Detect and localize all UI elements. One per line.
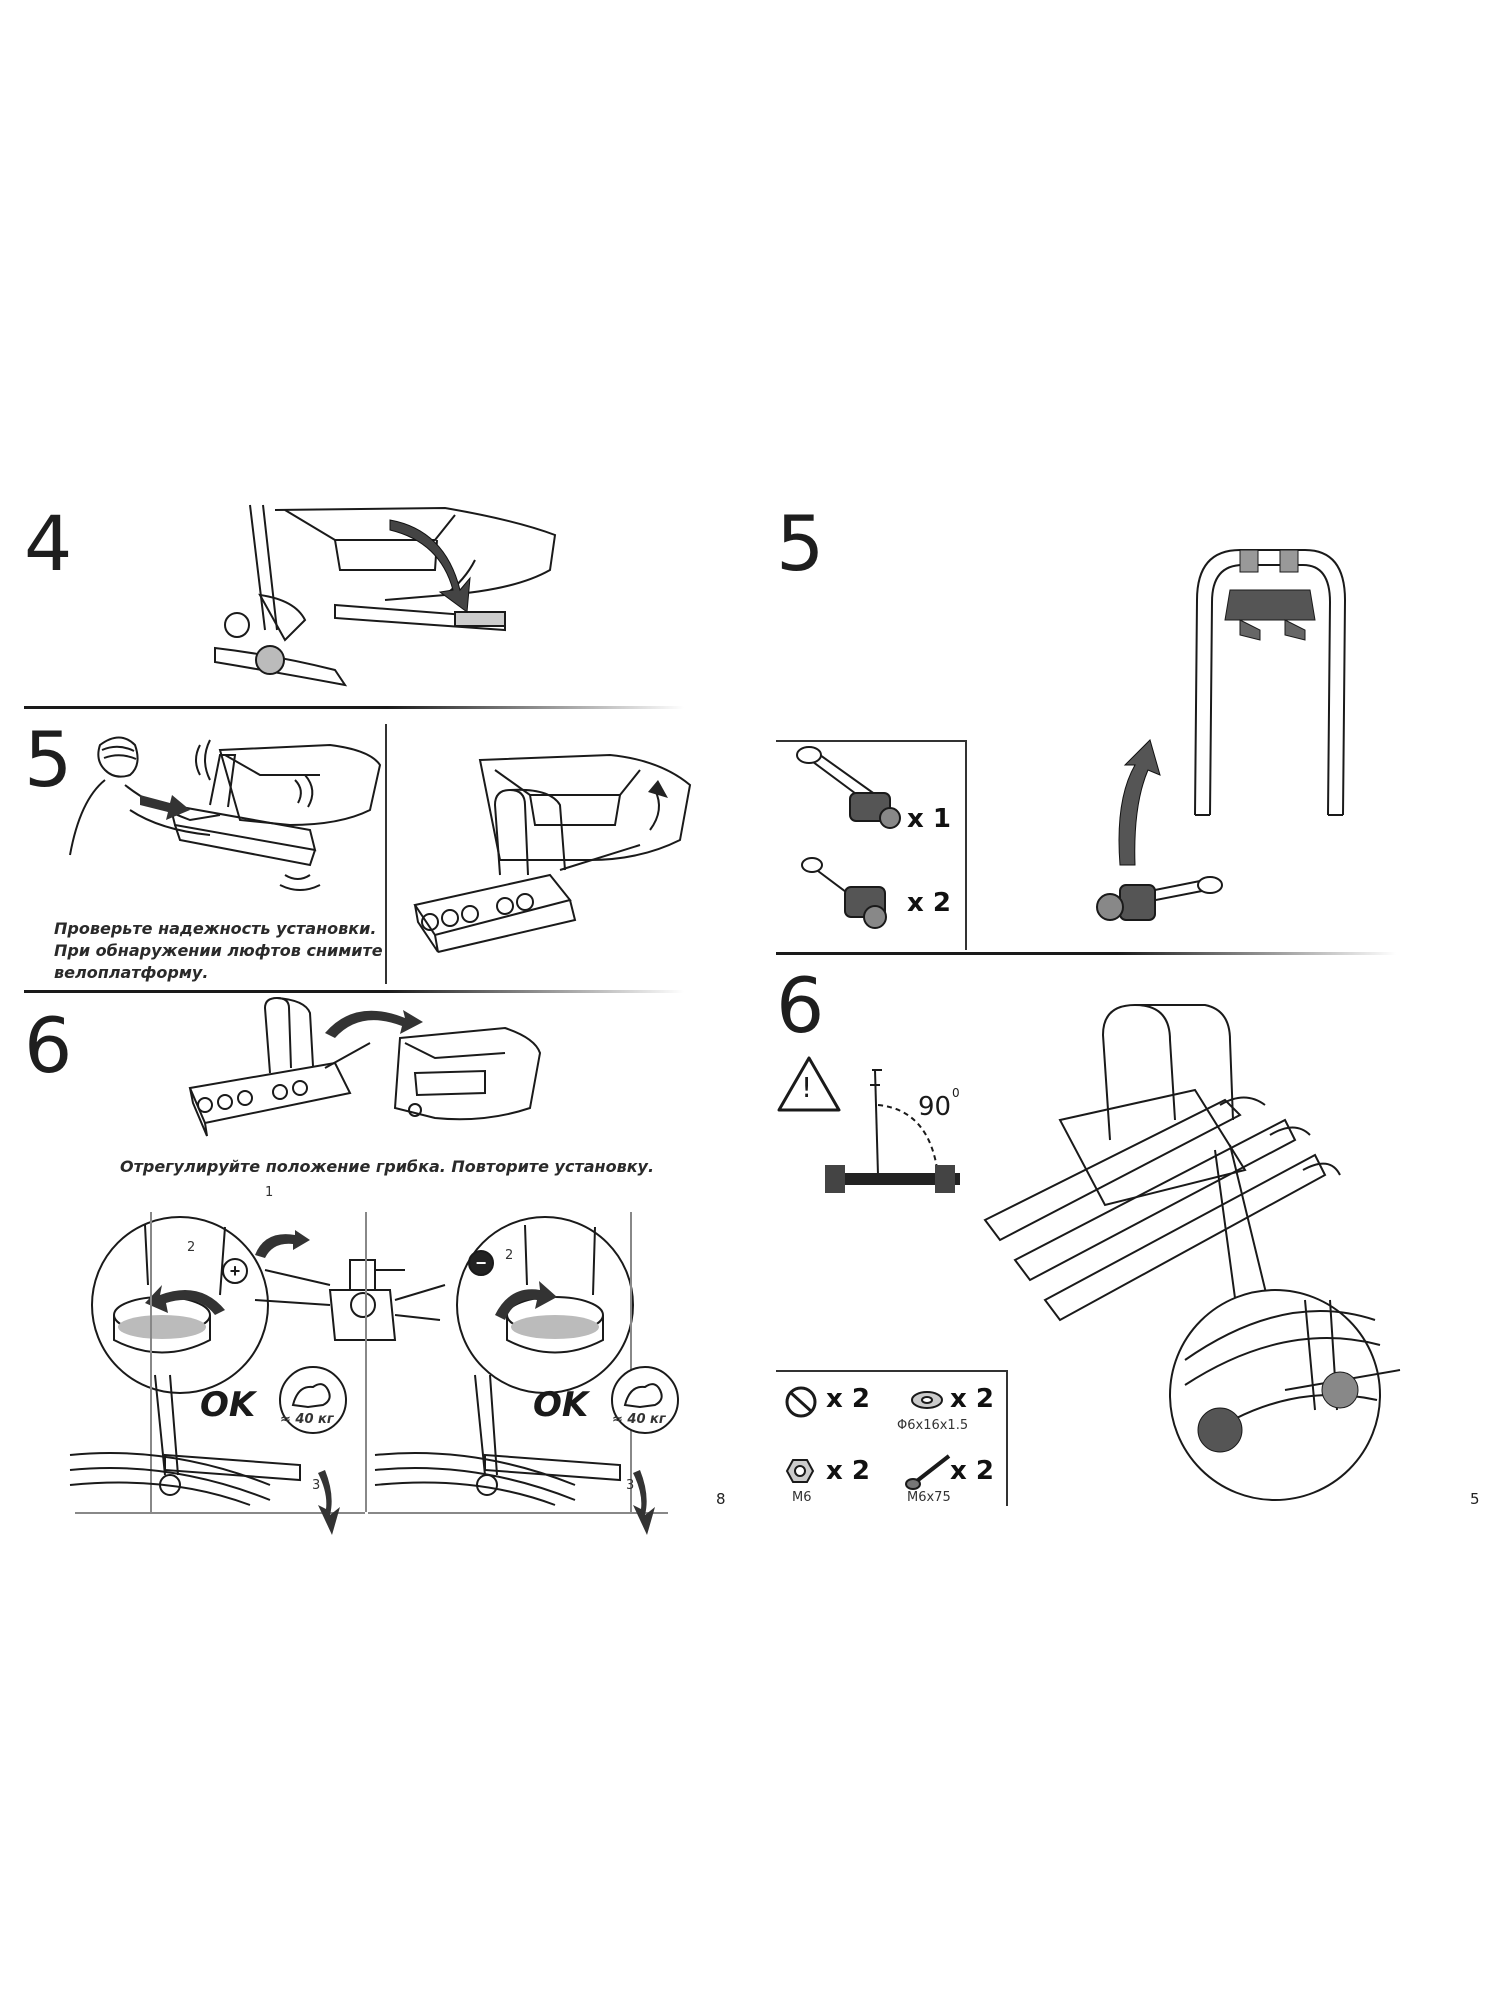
step-5-number-right: 5 — [776, 499, 825, 588]
callout-3-left: 3 — [312, 1478, 321, 1493]
step-6-mount-left-illustration — [70, 1375, 340, 1535]
step-5-number: 5 — [24, 715, 73, 804]
up-arrow-icon — [1115, 740, 1165, 865]
hardware-box-top — [776, 1370, 1006, 1372]
page-number-right: 5 — [1470, 1490, 1480, 1508]
divider — [24, 706, 684, 709]
bike-holder-frame-illustration — [1185, 530, 1365, 820]
adjust-knob-right-detail — [455, 1215, 635, 1395]
step-5-caption: Проверьте надежность установки. При обна… — [54, 918, 383, 984]
arm-strength-icon — [610, 1365, 680, 1435]
washer-size-label: Φ6x16x1.5 — [897, 1418, 969, 1433]
step-6-number: 6 — [24, 1001, 73, 1090]
bolt-icon — [905, 1450, 953, 1490]
hardware-qty-washer: x 2 — [950, 1384, 994, 1414]
divider — [24, 990, 684, 993]
angle-90-illustration — [825, 1065, 960, 1193]
ok-label-left: OK — [200, 1385, 256, 1425]
bike-arm-part-illustration — [1095, 865, 1225, 935]
warning-icon — [776, 1055, 842, 1113]
arm-strength-icon — [278, 1365, 348, 1435]
angle-degree: 0 — [952, 1086, 960, 1100]
hardware-box-border — [1006, 1370, 1008, 1506]
caption-line: Проверьте надежность установки. — [54, 919, 377, 938]
step-5-person-check-illustration — [60, 725, 390, 905]
minus-icon: − — [468, 1250, 494, 1276]
nut-size-label: M6 — [792, 1490, 812, 1505]
parts-box-top — [776, 740, 966, 742]
force-label-right: ≈ 40 кг — [612, 1412, 666, 1427]
caption-line: велоплатформу. — [54, 963, 209, 982]
panel-divider — [385, 724, 387, 984]
parts-box-border — [965, 740, 967, 950]
callout-2-left: 2 — [187, 1240, 196, 1255]
callout-2-right: 2 — [505, 1248, 514, 1263]
angle-label: 90 — [918, 1092, 952, 1122]
bolt-size-label: M6x75 — [907, 1490, 951, 1505]
caption-line: При обнаружении люфтов снимите — [54, 941, 383, 960]
bike-arm-part-icon — [800, 855, 905, 935]
divider — [776, 952, 1396, 955]
callout-1: 1 — [265, 1185, 274, 1200]
hardware-qty-bolt: x 2 — [950, 1456, 994, 1486]
panel-divider — [150, 1212, 152, 1512]
hardware-qty-clip: x 2 — [826, 1384, 870, 1414]
step-4-illustration — [215, 500, 575, 700]
panel-divider — [365, 1212, 367, 1512]
panel-divider — [630, 1212, 632, 1512]
step-6-mount-right-illustration — [375, 1375, 655, 1535]
step-6-caption: Отрегулируйте положение грибка. Повторит… — [120, 1157, 655, 1176]
part-qty-2: x 2 — [907, 888, 951, 918]
step-5-installed-illustration — [410, 730, 710, 970]
hardware-qty-nut: x 2 — [826, 1456, 870, 1486]
panel-baseline — [75, 1512, 365, 1514]
panel-baseline — [368, 1512, 668, 1514]
adjust-knob-left-detail — [90, 1215, 270, 1395]
warning-symbol: ! — [801, 1071, 813, 1104]
ok-label-right: OK — [533, 1385, 589, 1425]
step-4-number: 4 — [24, 499, 73, 588]
clip-icon — [784, 1386, 818, 1418]
nut-icon — [786, 1458, 814, 1484]
step-6-remove-illustration — [185, 998, 545, 1148]
rack-assembly-illustration — [985, 990, 1415, 1510]
part-qty-1: x 1 — [907, 804, 951, 834]
callout-3-right: 3 — [626, 1478, 635, 1493]
force-label-left: ≈ 40 кг — [280, 1412, 334, 1427]
coupling-head-illustration — [255, 1230, 455, 1350]
bike-arm-part-icon — [795, 748, 905, 833]
step-6-number-right: 6 — [776, 961, 825, 1050]
washer-icon — [910, 1390, 944, 1410]
page-number-left: 8 — [716, 1490, 726, 1508]
plus-icon: + — [222, 1258, 248, 1284]
